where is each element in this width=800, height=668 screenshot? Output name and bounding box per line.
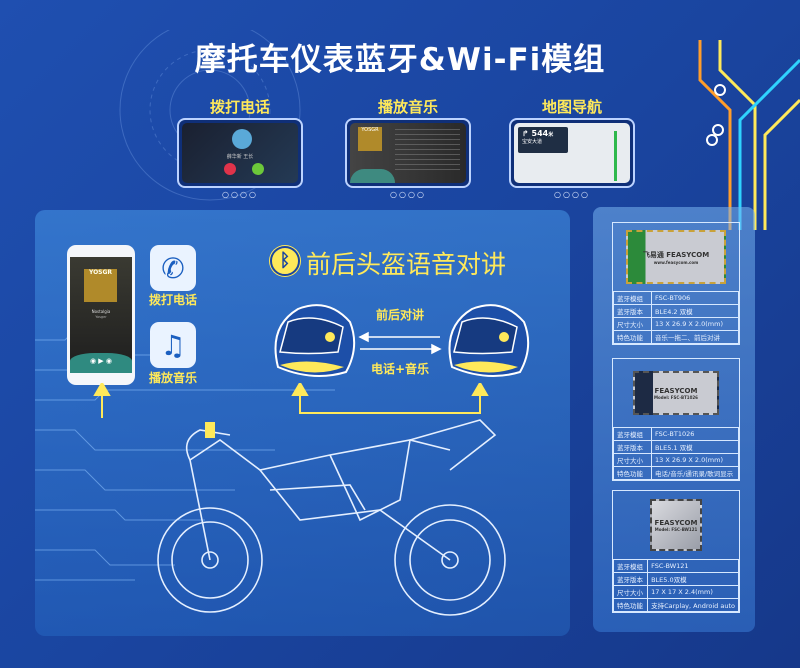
spec-key: 尺寸大小 [613, 453, 652, 467]
connection-arrows [93, 383, 489, 418]
feature-label: 播放音乐 [148, 371, 197, 385]
intercom-heading: 前后头盔语音对讲 [306, 250, 507, 279]
chip-url: Model: FSC-BT1026 [654, 394, 698, 400]
spec-value: BLE5.1 双模 [651, 440, 739, 454]
screen-label: 地图导航 [541, 98, 602, 116]
turn-instruction: ↱ 544米宝安大道 [518, 127, 568, 153]
hang-up-icon [224, 163, 236, 175]
spec-value: 13 X 26.9 X 2.0(mm) [651, 317, 739, 331]
bidirectional-arrows [358, 331, 442, 355]
spec-key: 蓝牙模组 [612, 559, 649, 573]
chip-label: FEASYCOM [654, 518, 698, 527]
bluetooth-icon: ᛒ [270, 246, 300, 276]
screen-navigation: 地图导航 ↱ 544米宝安大道 ○○○○ [505, 96, 639, 206]
album-cover: YOSGR [358, 127, 382, 151]
playback-controls: ◉ ▶ ◉ [70, 353, 132, 373]
spec-key: 蓝牙模组 [613, 291, 652, 305]
screen-call: 拨打电话 薛华新 王长 ○○○○ [173, 96, 307, 206]
chip-label: 飞易通 FEASYCOM [642, 250, 710, 259]
spec-value: 17 X 17 X 2.4(mm) [647, 585, 739, 599]
helmet-front [274, 304, 356, 377]
song-title: Nostalgia [91, 309, 111, 314]
distance-unit: 米 [548, 132, 554, 138]
spec-value: 音乐一拖二、前后对讲 [651, 330, 739, 344]
page-title: 摩托车仪表蓝牙&Wi-Fi模组 [194, 42, 606, 78]
road-name: 宝安大道 [522, 139, 543, 145]
screen-label: 拨打电话 [209, 98, 270, 116]
album-cover: YOSGR [84, 269, 117, 302]
screen-label: 播放音乐 [377, 98, 438, 116]
chip-label: FEASYCOM [654, 386, 698, 395]
spec-key: 特色功能 [613, 466, 652, 480]
phone-icon: ✆ [150, 245, 196, 291]
intercom-label: 前后对讲 [375, 308, 424, 322]
spec-value: BLE5.0双模 [647, 572, 739, 586]
artist-name: Yosger [95, 315, 107, 319]
spec-key: 尺寸大小 [612, 585, 649, 599]
distance: 544 [531, 129, 549, 138]
screen-music: 播放音乐 YOSGR ○○○○ [341, 96, 475, 206]
spec-key: 蓝牙版本 [613, 440, 652, 454]
phone-mockup: YOSGR Nostalgia Yosger ◉ ▶ ◉ [67, 245, 135, 385]
playback-controls [350, 169, 395, 183]
spec-value: BLE4.2 双模 [651, 304, 739, 318]
lyrics [395, 129, 460, 174]
answer-icon [252, 163, 264, 175]
motorcycle-illustration [157, 419, 506, 616]
intercom-label: 电话+音乐 [370, 362, 430, 376]
spec-key: 蓝牙版本 [612, 572, 649, 586]
spec-value: FSC-BT906 [651, 291, 739, 305]
caller-name: 薛华新 王长 [226, 154, 254, 160]
spec-key: 尺寸大小 [613, 317, 652, 331]
spec-value: 13 X 26.9 X 2.0(mm) [651, 453, 739, 467]
indicator-dots: ○○○○ [390, 190, 426, 199]
route-line [614, 131, 617, 181]
spec-value: FSC-BW121 [647, 559, 739, 573]
spec-value: FSC-BT1026 [651, 427, 739, 441]
indicator-dots: ○○○○ [554, 190, 590, 199]
chip-url: www.feasycom.com [653, 259, 699, 265]
spec-key: 蓝牙模组 [613, 427, 652, 441]
spec-value: 电话/音乐/通讯录/歌词显示 [651, 466, 739, 480]
circuit-decoration [698, 40, 800, 230]
feature-label: 拨打电话 [148, 293, 197, 307]
spec-value: 支持Carplay, Android auto [647, 598, 739, 612]
helmet-rear [448, 304, 530, 377]
chip-url: Model: FSC-BW121 [654, 526, 698, 532]
spec-key: 特色功能 [613, 330, 652, 344]
spec-key: 蓝牙版本 [613, 304, 652, 318]
spec-key: 特色功能 [612, 598, 649, 612]
avatar-icon [232, 129, 252, 149]
indicator-dots: ○○○○ [222, 190, 258, 199]
music-note-icon: ♫ [150, 322, 196, 368]
